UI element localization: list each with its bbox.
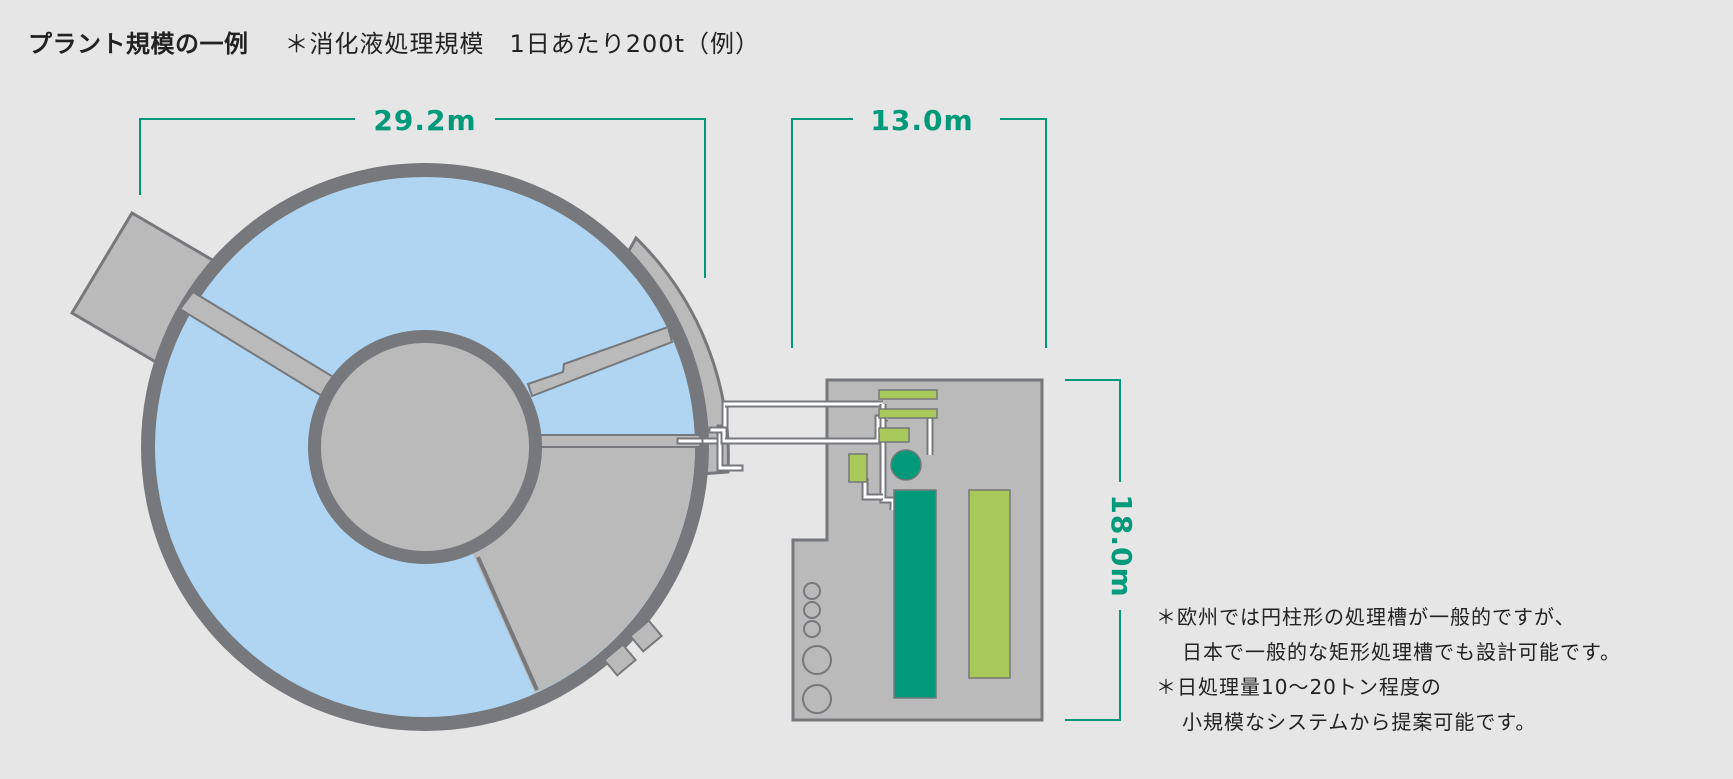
dimension-tank-width <box>139 118 706 278</box>
tank-outlet-box-2 <box>602 643 638 677</box>
dimension-building-width <box>791 118 1047 348</box>
note-line-1: ＊欧州では円柱形の処理槽が一般的ですが、 <box>1156 605 1576 629</box>
dimension-label-building-width: 13.0m <box>870 104 973 137</box>
dimension-building-depth <box>1065 379 1121 721</box>
note-line-2: 日本で一般的な矩形処理槽でも設計可能です。 <box>1182 640 1621 664</box>
equipment-block-2 <box>878 408 938 419</box>
equipment-round-tank <box>890 449 922 481</box>
equipment-block-1 <box>878 389 938 400</box>
tank-outlet-box-1 <box>628 619 664 653</box>
title-row: プラント規模の一例 ＊消化液処理規模 1日あたり200t（例） <box>28 24 760 64</box>
note-line-3: ＊日処理量10〜20トン程度の <box>1156 675 1442 699</box>
dimension-label-building-depth: 18.0m <box>1105 494 1138 597</box>
notes-block: ＊欧州では円柱形の処理槽が一般的ですが、 日本で一般的な矩形処理槽でも設計可能で… <box>1156 600 1621 740</box>
tank-sector-divider <box>476 556 539 691</box>
building-round-equipment <box>802 582 832 714</box>
tank-walkway-right <box>526 325 674 398</box>
dimension-label-tank-width: 29.2m <box>373 104 476 137</box>
page-title: プラント規模の一例 <box>28 30 249 58</box>
equipment-block-3 <box>878 427 910 443</box>
rectangular-tank-lightgreen <box>968 489 1011 679</box>
tank-walkway-east <box>539 434 701 448</box>
equipment-block-4 <box>848 453 868 483</box>
note-line-4: 小規模なシステムから提案可能です。 <box>1182 710 1537 734</box>
rectangular-tank-green <box>893 489 937 699</box>
building-internal-pipes <box>725 400 934 510</box>
tank-inner-core <box>321 343 529 551</box>
page-subtitle: ＊消化液処理規模 1日あたり200t（例） <box>284 30 760 58</box>
